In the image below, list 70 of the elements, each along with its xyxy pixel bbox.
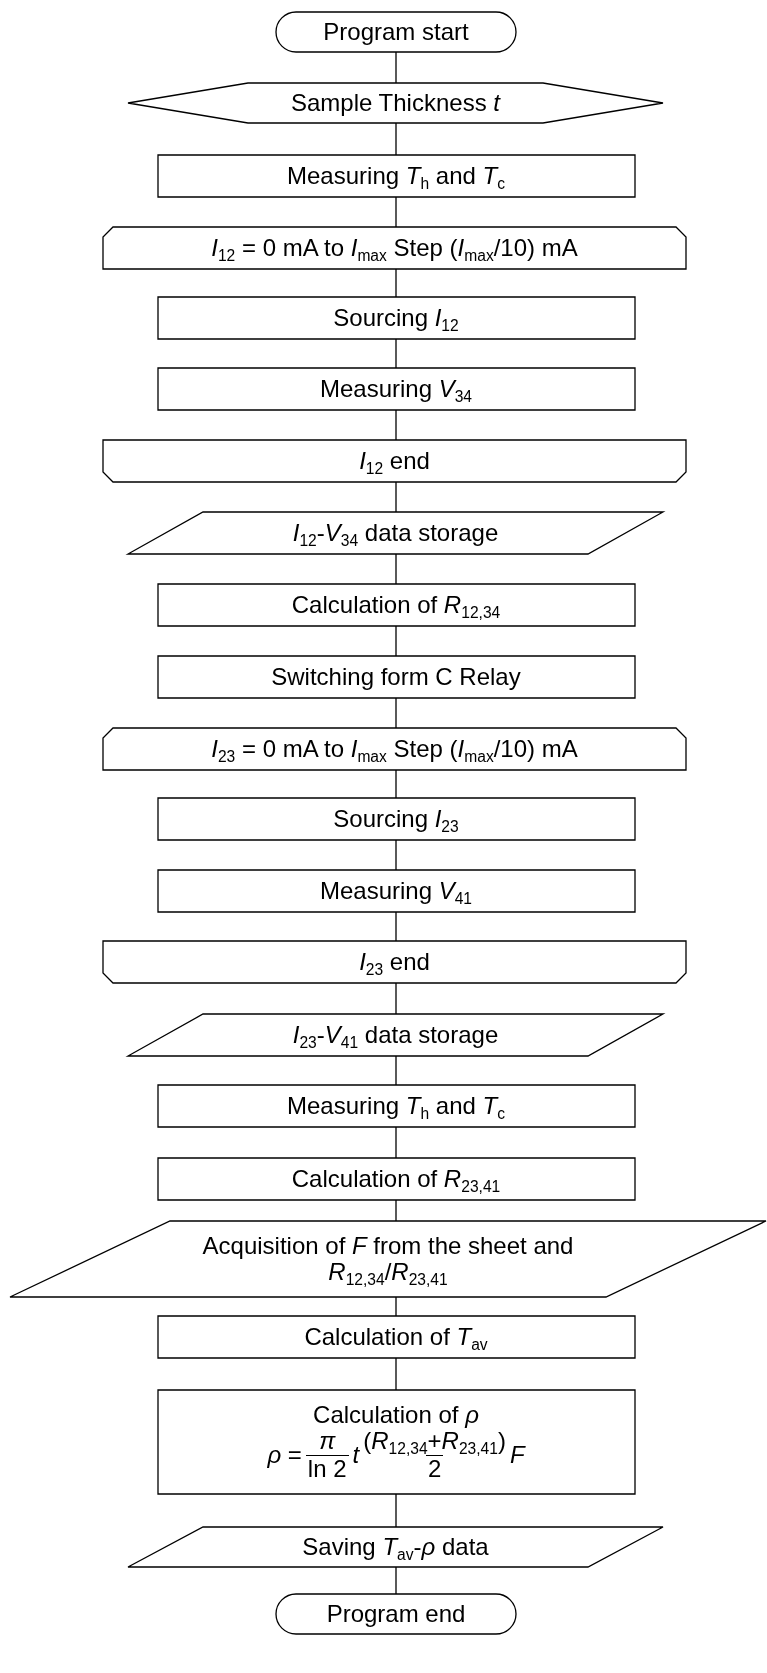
loop-start-box [103,227,686,269]
process-box [157,798,635,840]
box-label: I$_{23}$ = 0 mA to I$_{max}$ Step (I$_{max}$/10) mA [211,735,578,763]
connector-line [395,1199,397,1222]
process-box [157,584,635,626]
box-label: I$_{12}$ end [359,447,430,475]
box-label: Program end [326,1600,466,1628]
box-label: I$_{12}$ = 0 mA to I$_{max}$ Step (I$_{max}$/10) mA [211,234,578,262]
box-label: Measuring V$_{34}$ [319,375,473,403]
formula-term: (R$_{12,34}$+R$_{23,41}$) [363,1428,506,1455]
connector-line [395,1566,397,1595]
box-label: Sourcing I$_{12}$ [333,304,459,332]
process-box [157,870,635,912]
connector-line [395,122,397,156]
connector-line [395,769,397,799]
connector-line [395,911,397,942]
connector-line [395,625,397,657]
box-label: Program start [323,18,469,46]
process-box [157,368,635,410]
formula-term: π [319,1428,336,1455]
connector-line [395,553,397,585]
connector-line [395,196,397,228]
connector-line [395,409,397,441]
data-parallelogram [128,1014,663,1056]
data-parallelogram [128,1527,663,1567]
process-box [157,1316,635,1358]
connector-line [395,338,397,369]
connector-line [395,1296,397,1317]
process-box [157,656,635,698]
connector-line [395,982,397,1015]
connector-line [395,1126,397,1159]
box-label: Switching form C Relay [271,663,521,691]
preparation-hexagon [128,83,663,123]
formula-term: t [352,1442,360,1469]
process-box [157,1158,635,1200]
box-label: Calculation of R$_{23,41}$ [291,1165,501,1193]
box-label: Measuring V$_{41}$ [319,877,473,905]
connector-line [395,268,397,298]
connector-line [395,839,397,871]
connector-line [395,697,397,729]
data-parallelogram [10,1221,766,1297]
box-label: Saving T$_{av}$-ρ data [302,1533,489,1561]
connector-line [395,1055,397,1086]
formula-term: ln 2 [305,1454,349,1483]
loop-start-box [103,728,686,770]
box-label: Measuring T$_{h}$ and T$_{c}$ [287,1092,505,1120]
process-box [157,297,635,339]
formula-term: 2 [425,1454,444,1483]
connector-line [395,1357,397,1391]
connector-line [395,51,397,84]
box-label: Sample Thickness t [291,89,500,117]
box-label: Acquisition of F from the sheet and R$_{12,34}$/R$_{23,41}$ [201,1232,575,1286]
loop-end-box [103,440,686,482]
formula-term: ρ = [267,1442,302,1469]
formula-term: F [509,1442,525,1469]
box-label: Calculation of R$_{12,34}$ [291,591,501,619]
box-label: I$_{23}$-V$_{41}$ data storage [292,1021,499,1049]
process-box [157,1085,635,1127]
data-parallelogram [128,512,663,554]
box-label: Calculation of ρ [313,1401,479,1429]
box-label: Calculation of T$_{av}$ [304,1323,488,1351]
connector-line [395,1493,397,1528]
process-box [157,155,635,197]
box-label: I$_{23}$ end [359,948,430,976]
box-label: I$_{12}$-V$_{34}$ data storage [292,519,499,547]
process-box [157,1390,635,1494]
connector-line [395,481,397,513]
box-label: Sourcing I$_{23}$ [333,805,459,833]
box-label: Measuring T$_{h}$ and T$_{c}$ [287,162,505,190]
loop-end-box [103,941,686,983]
